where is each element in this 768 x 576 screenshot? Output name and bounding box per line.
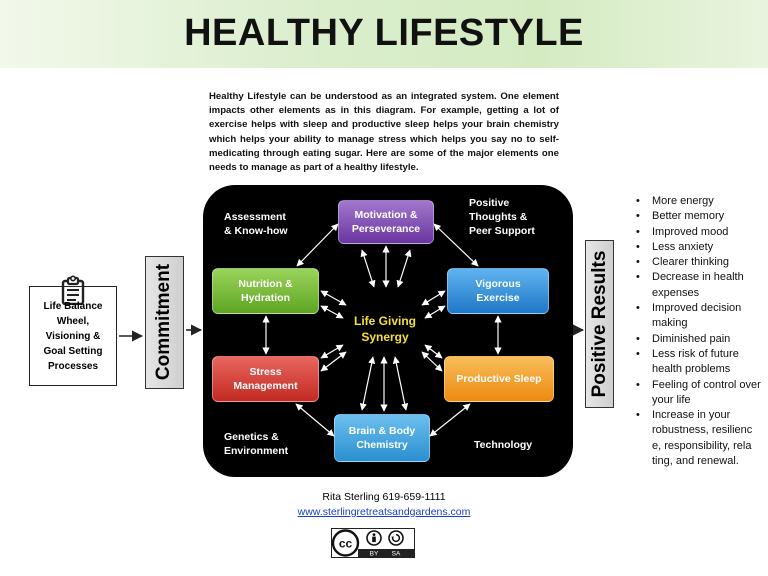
results-list: More energy Better memory Improved mood …: [630, 194, 762, 469]
page-title: HEALTHY LIFESTYLE: [184, 12, 584, 54]
corner-line: Peer Support: [469, 225, 535, 237]
result-item: Improved mood: [630, 225, 762, 241]
corner-line: Assessment: [224, 211, 286, 223]
node-line: Nutrition &: [238, 278, 293, 290]
node-line: Hydration: [240, 292, 290, 304]
attribution-icon: [366, 530, 382, 546]
corner-line: Environment: [224, 445, 289, 457]
motivation-node: Motivation & Perseverance: [338, 200, 434, 244]
node-line: Exercise: [476, 292, 520, 304]
website-link[interactable]: www.sterlingretreatsandgardens.com: [297, 506, 471, 518]
life-balance-box: Life Balance Wheel, Visioning & Goal Set…: [29, 286, 117, 386]
node-line: Management: [233, 380, 298, 392]
contact-line: Rita Sterling 619-659-1111: [322, 491, 446, 503]
node-line: Chemistry: [356, 439, 408, 451]
node-line: Stress: [249, 366, 282, 378]
clipboard-icon: [61, 275, 85, 305]
title-banner: [0, 0, 768, 68]
node-line: Brain & Body: [348, 425, 416, 437]
intro-paragraph: Healthy Lifestyle can be understood as a…: [209, 91, 559, 174]
by-text: BY: [370, 551, 379, 558]
sa-text: SA: [392, 551, 401, 558]
result-item: Increase in your robustness, resilienc e…: [630, 408, 762, 469]
left-box-line: Wheel,: [56, 315, 90, 327]
result-item: More energy: [630, 194, 762, 210]
result-item: Better memory: [630, 209, 762, 225]
left-box-line: Processes: [47, 360, 99, 372]
assessment-label: Assessment & Know-how: [224, 210, 288, 238]
result-item: Less anxiety: [630, 240, 762, 256]
result-item: Improved decision making: [630, 301, 762, 332]
commitment-bar: [145, 256, 184, 389]
nutrition-node: Nutrition & Hydration: [212, 268, 319, 314]
cc-logo-icon: cc: [331, 529, 360, 557]
life-giving-synergy-label: Life Giving Synergy: [340, 313, 430, 345]
cc-text: cc: [339, 537, 353, 551]
result-item: Diminished pain: [630, 332, 762, 348]
node-line: Vigorous: [475, 278, 521, 290]
technology-label: Technology: [474, 439, 533, 451]
positive-results-label: Positive Results: [589, 250, 610, 398]
left-box-line: Visioning &: [45, 330, 101, 342]
result-item: Clearer thinking: [630, 255, 762, 271]
result-item: Decrease in health expenses: [630, 270, 762, 301]
positive-results-bar: [585, 240, 614, 408]
corner-line: Genetics &: [224, 431, 279, 443]
left-box-line: Life Balance: [43, 300, 103, 312]
node-line: Productive Sleep: [456, 373, 542, 385]
corner-line: Thoughts &: [469, 211, 528, 223]
corner-line: & Know-how: [224, 225, 288, 237]
left-box-line: Goal Setting: [43, 345, 103, 357]
result-item: Less risk of future health problems: [630, 347, 762, 378]
corner-line: Positive: [469, 197, 510, 209]
center-line: Life Giving: [353, 314, 416, 328]
center-line: Synergy: [361, 330, 409, 344]
cc-license-badge: cc BY SA: [331, 528, 415, 558]
node-line: Motivation &: [354, 209, 418, 221]
node-line: Perseverance: [351, 223, 421, 235]
share-alike-icon: [388, 530, 404, 546]
sleep-node: Productive Sleep: [444, 356, 554, 402]
positive-thoughts-label: Positive Thoughts & Peer Support: [469, 196, 535, 238]
genetics-label: Genetics & Environment: [224, 430, 288, 458]
result-item: Feeling of control over your life: [630, 378, 762, 409]
commitment-label: Commitment: [153, 263, 174, 381]
